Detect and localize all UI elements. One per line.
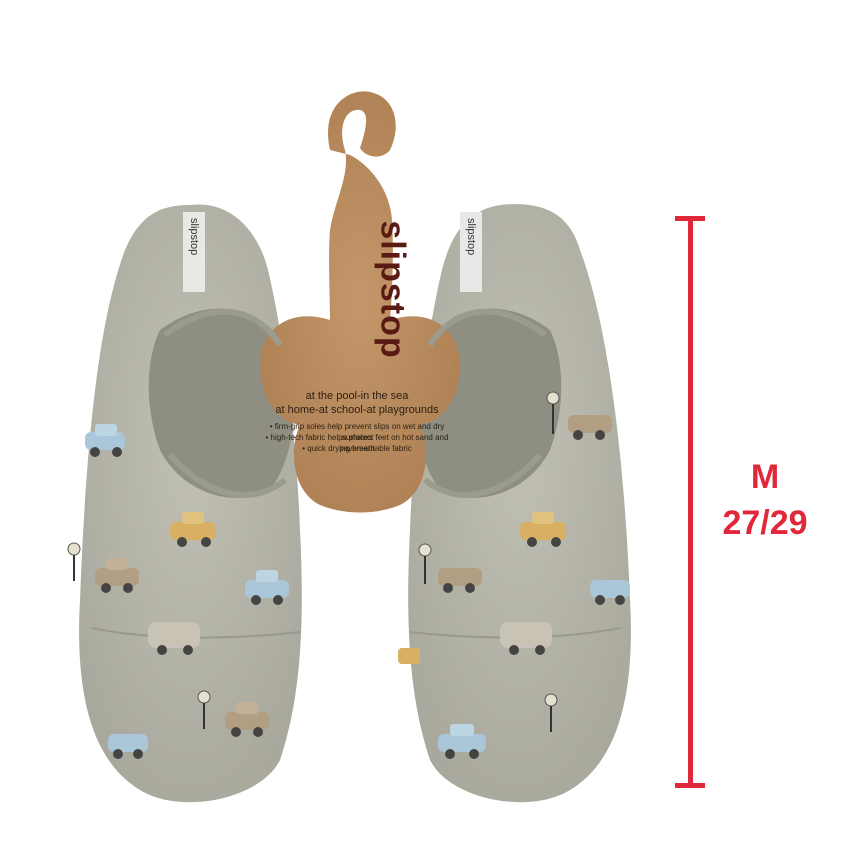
taxi-icon bbox=[520, 512, 566, 547]
measure-cap-bottom bbox=[675, 783, 705, 788]
taxi-icon bbox=[170, 512, 216, 547]
tag-line-2: at home-at school-at playgrounds bbox=[275, 404, 439, 416]
tag-bullet-3: • quick drying breathable fabric bbox=[302, 444, 412, 453]
tag-bullet-2: • high-tech fabric helps protect feet on… bbox=[265, 433, 449, 453]
stop-sign-icon bbox=[67, 542, 211, 729]
car-icon bbox=[590, 580, 630, 605]
car-icon bbox=[438, 724, 486, 759]
taxi-icon bbox=[398, 648, 420, 664]
shoe-label-right: slipstop bbox=[465, 218, 477, 256]
tag-line-1: at the pool-in the sea bbox=[305, 390, 409, 402]
car-icon bbox=[85, 424, 125, 457]
car-icon bbox=[568, 415, 612, 440]
size-range: 27/29 bbox=[722, 504, 808, 542]
bus-icon bbox=[148, 622, 200, 655]
car-icon bbox=[225, 702, 269, 737]
right-shoe bbox=[408, 204, 631, 803]
hang-tag bbox=[260, 91, 460, 513]
size-measure-line bbox=[688, 218, 693, 786]
bus-icon bbox=[500, 622, 552, 655]
car-icon bbox=[245, 570, 289, 605]
stop-sign-icon bbox=[418, 391, 560, 732]
car-icon bbox=[108, 734, 148, 759]
shoe-label-left: slipstop bbox=[188, 218, 200, 256]
car-icon bbox=[95, 558, 139, 593]
car-icon bbox=[438, 568, 482, 593]
brand-logo: slipstop bbox=[373, 220, 412, 359]
tag-bullet-1: • firm-grip soles help prevent slips on … bbox=[269, 422, 445, 442]
size-letter: M bbox=[750, 458, 780, 496]
left-shoe bbox=[79, 204, 302, 803]
